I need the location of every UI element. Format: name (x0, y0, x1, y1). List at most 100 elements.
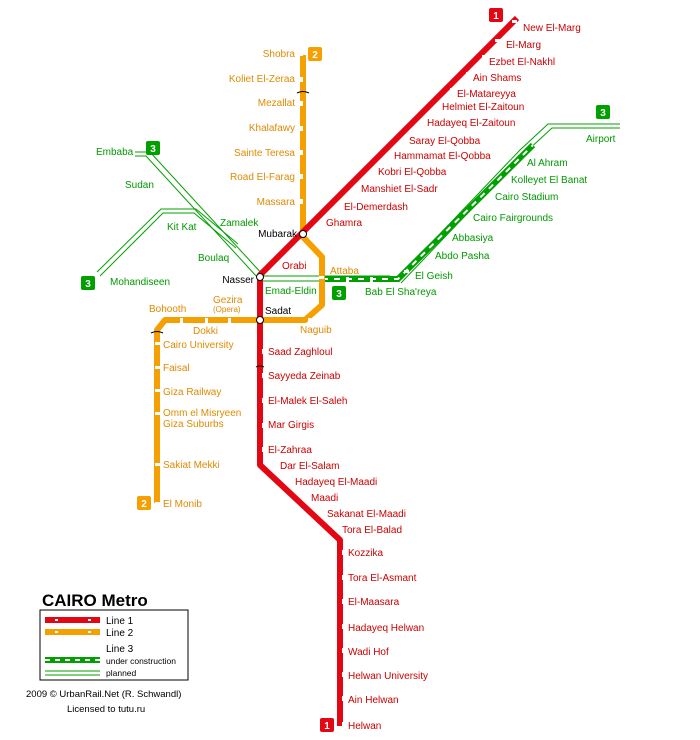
tick-el-geish (404, 270, 409, 273)
tick-hadayeq-helwan (342, 624, 345, 629)
station-el-maasara: El-Maasara (348, 597, 400, 608)
tick-massara (300, 199, 303, 204)
badge-line1-bottom-text: 1 (324, 721, 330, 732)
tick-bohooth (180, 318, 183, 323)
badge-line3-mohandiseen-text: 3 (85, 279, 91, 290)
legend-frame (39, 609, 189, 681)
legend-line2-swatch (45, 629, 100, 635)
tick-orabi (282, 257, 287, 260)
tick-monib (155, 502, 160, 505)
station-orabi: Orabi (282, 261, 306, 272)
line3-planned-embaba (135, 155, 259, 279)
station-saad-zaghloul: Saad Zaghloul (268, 347, 333, 358)
line3-planned-mohandiseen-b (96, 208, 239, 273)
station-sakiat-mekki: Sakiat Mekki (163, 460, 220, 471)
tick-emad (346, 277, 349, 282)
station-naguib: Naguib (300, 325, 332, 336)
tick-demerdash (337, 202, 342, 205)
line3-planned-airport (394, 123, 620, 282)
tick-maasara (342, 599, 345, 604)
station-el-marg: El-Marg (506, 40, 541, 51)
tick-tora-balad (333, 523, 338, 526)
station-airport: Airport (586, 134, 616, 145)
legend-line1-label: Line 1 (106, 616, 134, 627)
station-opera: (Opera) (213, 305, 241, 314)
badges: 1 1 2 2 3 3 3 3 (81, 8, 610, 732)
station-helwan: Helwan (348, 721, 381, 732)
station-sudan: Sudan (125, 180, 154, 191)
line2-track (154, 55, 325, 503)
legend-line1-tick-a (55, 619, 58, 621)
interchange-labels: Mubarak Nasser Sadat (222, 229, 298, 317)
station-el-zahraa: El-Zahraa (268, 445, 312, 456)
badge-line3-embaba-text: 3 (150, 144, 156, 155)
tick-gezira (228, 318, 231, 323)
station-mohandiseen: Mohandiseen (110, 277, 170, 288)
station-embaba: Embaba (96, 147, 134, 158)
station-cairo-fairgrounds: Cairo Fairgrounds (473, 213, 553, 224)
station-massara: Massara (257, 197, 296, 208)
tick-hadayeq-maadi (290, 481, 295, 484)
station-faisal: Faisal (163, 363, 190, 374)
station-tora-el-balad: Tora El-Balad (342, 525, 402, 536)
badge-line2-bottom (137, 496, 151, 510)
tick-new-el-marg (512, 20, 517, 23)
badge-line3-center (332, 286, 346, 300)
station-zamalek: Zamalek (220, 218, 259, 229)
copyright-text: 2009 © UrbanRail.Net (R. Schwandl) (26, 689, 181, 700)
label-mubarak: Mubarak (258, 229, 298, 240)
tick-gezira-b (205, 318, 208, 323)
badge-line2-top-text: 2 (312, 50, 318, 61)
station-ezbet-el-nakhl: Ezbet El-Nakhl (489, 57, 555, 68)
station-giza-railway: Giza Railway (163, 387, 221, 398)
tick-sakanat (320, 509, 325, 512)
tick-cairo-univ (155, 342, 160, 345)
station-boulaq: Boulaq (198, 253, 229, 264)
station-sayyeda-zeinab: Sayyeda Zeinab (268, 371, 341, 382)
tick-helmiet (438, 101, 443, 104)
license-text: Licensed to tutu.ru (67, 704, 145, 715)
tick-ain-helwan (342, 696, 345, 701)
line2-labels: Shobra Koliet El-Zeraa Mezallat Khalafaw… (149, 49, 359, 510)
interchange-mubarak (299, 230, 307, 238)
tick-kozzika (342, 550, 345, 555)
tick-wadi-hof (342, 648, 345, 653)
tick-zahraa (262, 447, 265, 452)
station-el-malek-el-saleh: El-Malek El-Saleh (268, 396, 347, 407)
tick-el-matareyya (450, 88, 455, 91)
line1-track (257, 15, 520, 726)
station-abdo-pasha: Abdo Pasha (435, 251, 490, 262)
tick-bab (370, 277, 373, 282)
station-sainte-teresa: Sainte Teresa (234, 148, 295, 159)
station-el-demerdash: El-Demerdash (344, 202, 408, 213)
legend-line1-tick-b (88, 619, 91, 621)
tick-ezbet (482, 55, 487, 58)
label-sadat: Sadat (265, 306, 291, 317)
legend-line3-label: Line 3 (106, 644, 134, 655)
station-cairo-stadium: Cairo Stadium (495, 192, 558, 203)
tick-hadayeq-zaitoun (425, 114, 430, 117)
legend-line1-swatch (45, 617, 100, 623)
line3-planned-mohandiseen (99, 212, 237, 277)
station-hadayeq-el-maadi: Hadayeq El-Maadi (295, 477, 377, 488)
legend-planned-label: planned (106, 668, 137, 678)
station-kobri-el-qobba: Kobri El-Qobba (378, 167, 447, 178)
badge-line3-embaba (146, 141, 160, 155)
tick-giza-railway (155, 389, 160, 392)
station-helmiet-el-zaitoun: Helmiet El-Zaitoun (442, 102, 524, 113)
interchange-sadat (256, 316, 264, 324)
badge-line3-airport-text: 3 (600, 108, 606, 119)
station-hadayeq-helwan: Hadayeq Helwan (348, 623, 424, 634)
marker-koliet-stub (296, 91, 310, 94)
station-new-el-marg: New El-Marg (523, 23, 581, 34)
tick-koliet (300, 77, 303, 82)
line2-stub-markers (150, 91, 310, 368)
tick-ain-shams (466, 72, 471, 75)
marker-cairo-univ-stub (150, 331, 164, 334)
station-ain-shams: Ain Shams (473, 73, 521, 84)
tick-mezallat (300, 101, 303, 106)
tick-saad (262, 349, 265, 354)
legend-construction-swatch (45, 657, 100, 663)
interchanges (256, 230, 307, 324)
line1-route (257, 15, 520, 726)
